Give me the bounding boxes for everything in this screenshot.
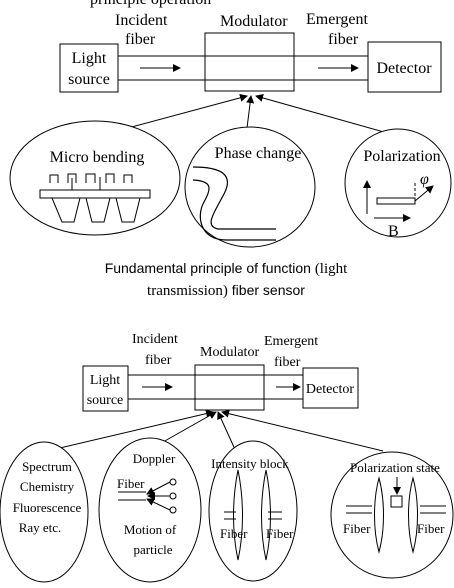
incident-label-1: Incident xyxy=(115,12,168,29)
polarization-label: Polarization xyxy=(363,148,440,165)
phase-change-label: Phase change xyxy=(215,145,302,162)
light-label-1: Light xyxy=(72,50,107,67)
caption-line-1: Fundamental principle of function (light xyxy=(105,260,348,277)
particle-label: particle xyxy=(134,542,173,557)
emergent-fiber-label-2: fiber xyxy=(274,355,301,370)
intensity-block-ellipse xyxy=(208,440,298,582)
doppler-label: Doppler xyxy=(133,451,176,466)
incident-label-2: Incident xyxy=(132,332,178,347)
spectrum-label: Spectrum xyxy=(22,459,72,474)
source-label-1: source xyxy=(68,71,110,88)
doppler-icon xyxy=(118,478,177,514)
emergent-fiber-label-1: fiber xyxy=(328,31,359,48)
light-source-box-2 xyxy=(82,365,129,412)
phi-symbol: φ xyxy=(420,171,429,188)
detector-box-1 xyxy=(367,41,442,93)
emergent-label-1: Emergent xyxy=(306,11,368,28)
caption-line-2: transmission) fiber sensor xyxy=(147,282,305,299)
motion-of-label: Motion of xyxy=(124,522,177,537)
intensity-block-label: Intensity block xyxy=(211,456,289,471)
modulator-box-1 xyxy=(204,32,295,92)
ray-etc-label: Ray etc. xyxy=(19,520,62,535)
phase-change-ellipse xyxy=(184,126,316,248)
phase-change-fiber-inner xyxy=(192,179,276,241)
intensity-block-icon xyxy=(224,469,282,561)
source-label-2: source xyxy=(87,393,124,408)
detector-label-2: Detector xyxy=(306,382,355,397)
doppler-ellipse xyxy=(98,437,202,583)
emergent-label-2: Emergent xyxy=(264,334,318,349)
chemistry-label: Chemistry xyxy=(20,479,75,494)
phase-change-arrow xyxy=(246,95,255,129)
light-label-2: Light xyxy=(90,373,120,388)
intensity-fiber-left: Fiber xyxy=(220,526,248,541)
modulator-label-1: Modulator xyxy=(220,13,288,30)
polarization-state-arrow xyxy=(221,409,384,452)
detector-box-2 xyxy=(302,367,359,409)
incident-fiber-label-2: fiber xyxy=(145,353,172,368)
polarization-icon xyxy=(363,180,434,222)
phase-change-fiber-outer xyxy=(192,166,276,230)
incident-fiber-label-1: fiber xyxy=(125,31,156,48)
modulator-box-2 xyxy=(194,364,265,411)
b-field-label: B xyxy=(388,223,399,240)
modulator-label-2: Modulator xyxy=(200,345,259,360)
polarization-state-label: Polarization state xyxy=(350,460,440,475)
polarization-ellipse xyxy=(344,128,452,238)
micro-bending-label: Micro bending xyxy=(50,149,145,166)
fluorescence-label: Fluorescence xyxy=(13,500,82,515)
detector-label-1: Detector xyxy=(376,60,432,77)
polarization-fiber-right: Fiber xyxy=(417,521,445,536)
diagram-1: Incident fiber Modulator Emergent fiber … xyxy=(9,11,452,248)
caption: Fundamental principle of function (light… xyxy=(105,260,348,299)
polarization-fiber-left: Fiber xyxy=(343,521,371,536)
intensity-fiber-right: Fiber xyxy=(266,526,294,541)
light-source-box-1 xyxy=(59,43,119,93)
polarization-state-ellipse xyxy=(330,451,454,579)
micro-bending-icon xyxy=(39,173,151,223)
spectrum-ellipse xyxy=(0,441,89,583)
polarization-arrow xyxy=(255,94,399,137)
doppler-fiber-label: Fiber xyxy=(117,476,145,491)
diagram-2: Incident fiber Modulator Emergent fiber … xyxy=(0,332,454,583)
top-fragment-text: principle operation xyxy=(90,0,211,8)
polarization-state-icon xyxy=(346,476,446,554)
